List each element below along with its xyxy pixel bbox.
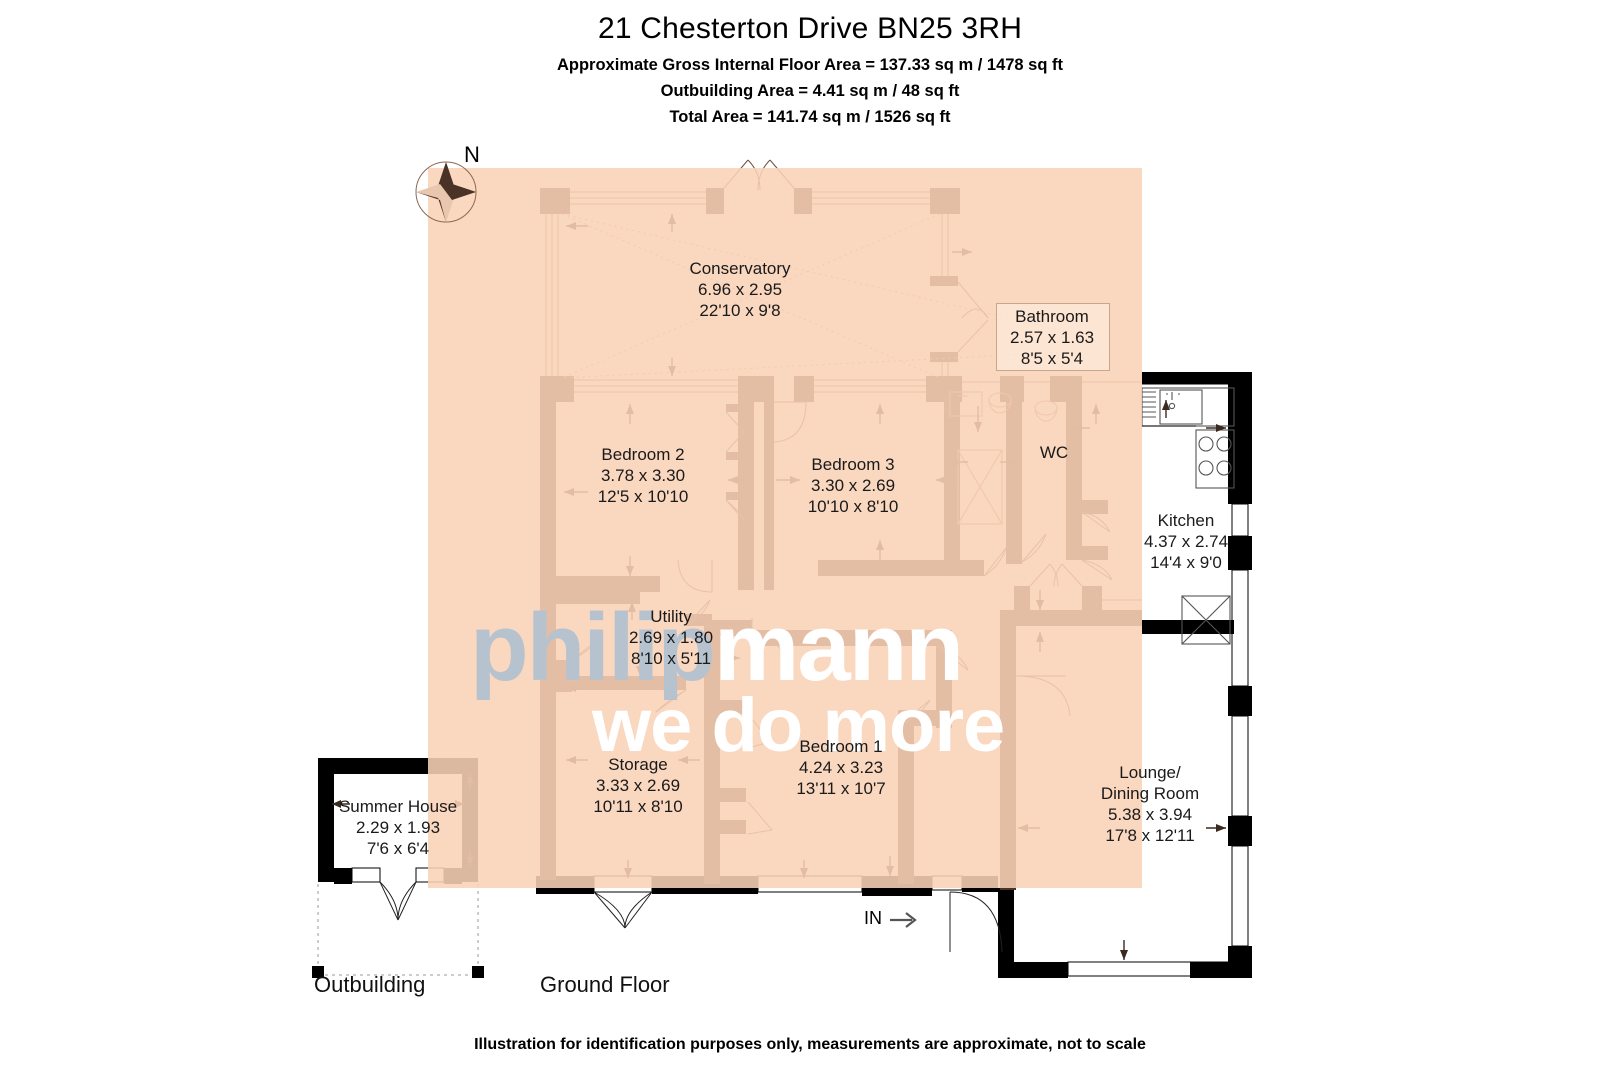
page-title: 21 Chesterton Drive BN25 3RH (597, 12, 1023, 45)
lounge-name-line1: Lounge/ (1119, 763, 1181, 782)
lounge-imperial: 17'8 x 12'11 (1105, 826, 1195, 845)
room-label-kitchen: Kitchen 4.37 x 2.74 14'4 x 9'0 (1110, 510, 1262, 573)
conservatory-name: Conservatory (689, 259, 791, 278)
storage-name: Storage (608, 755, 668, 774)
section-label-ground-floor: Ground Floor (540, 972, 670, 997)
kitchen-metric: 4.37 x 2.74 (1143, 532, 1229, 551)
bathroom-metric: 2.57 x 1.63 (1009, 328, 1095, 347)
compass-north-label: N (464, 142, 480, 167)
room-label-conservatory: Conservatory 6.96 x 2.95 22'10 x 9'8 (640, 258, 840, 321)
bedroom1-name: Bedroom 1 (799, 737, 883, 756)
room-label-storage: Storage 3.33 x 2.69 10'11 x 8'10 (552, 754, 724, 817)
summerhouse-name: Summer House (338, 797, 458, 816)
room-label-summer-house: Summer House 2.29 x 1.93 7'6 x 6'4 (318, 796, 478, 859)
entrance-arrow-icon (890, 912, 917, 928)
summerhouse-imperial: 7'6 x 6'4 (366, 839, 430, 858)
summerhouse-metric: 2.29 x 1.93 (355, 818, 441, 837)
conservatory-imperial: 22'10 x 9'8 (699, 301, 781, 320)
wc-name: WC (1039, 443, 1069, 462)
bathroom-imperial: 8'5 x 5'4 (1020, 349, 1084, 368)
utility-name: Utility (650, 607, 692, 626)
bedroom3-metric: 3.30 x 2.69 (810, 476, 896, 495)
room-label-utility: Utility 2.69 x 1.80 8'10 x 5'11 (586, 606, 756, 669)
room-label-bedroom-1: Bedroom 1 4.24 x 3.23 13'11 x 10'7 (744, 736, 938, 799)
bedroom1-metric: 4.24 x 3.23 (798, 758, 884, 777)
storage-metric: 3.33 x 2.69 (595, 776, 681, 795)
bedroom3-imperial: 10'10 x 8'10 (807, 497, 899, 516)
bedroom1-imperial: 13'11 x 10'7 (796, 779, 886, 798)
conservatory-metric: 6.96 x 2.95 (697, 280, 783, 299)
utility-metric: 2.69 x 1.80 (628, 628, 714, 647)
bedroom2-name: Bedroom 2 (601, 445, 685, 464)
lounge-metric: 5.38 x 3.94 (1107, 805, 1193, 824)
bedroom2-metric: 3.78 x 3.30 (600, 466, 686, 485)
room-label-wc: WC (1018, 442, 1090, 463)
utility-imperial: 8'10 x 5'11 (631, 649, 711, 668)
lounge-name-line2: Dining Room (1100, 784, 1200, 803)
storage-imperial: 10'11 x 8'10 (593, 797, 683, 816)
entrance-in-label: IN (864, 908, 882, 928)
kitchen-name: Kitchen (1157, 511, 1215, 530)
bedroom3-name: Bedroom 3 (811, 455, 895, 474)
room-label-bedroom-2: Bedroom 2 3.78 x 3.30 12'5 x 10'10 (548, 444, 738, 507)
gross-area-text: Approximate Gross Internal Floor Area = … (556, 56, 1064, 74)
kitchen-fittings (1141, 383, 1235, 645)
section-label-outbuilding: Outbuilding (314, 972, 426, 997)
bedroom2-imperial: 12'5 x 10'10 (597, 487, 689, 506)
bathroom-label-box (996, 303, 1110, 371)
room-label-bathroom: Bathroom 2.57 x 1.63 8'5 x 5'4 (996, 306, 1108, 369)
outbuilding-area-text: Outbuilding Area = 4.41 sq m / 48 sq ft (660, 82, 960, 100)
total-area-text: Total Area = 141.74 sq m / 1526 sq ft (669, 108, 951, 126)
bathroom-name: Bathroom (1015, 307, 1089, 326)
kitchen-imperial: 14'4 x 9'0 (1150, 553, 1222, 572)
room-label-lounge-dining: Lounge/ Dining Room 5.38 x 3.94 17'8 x 1… (1056, 762, 1244, 846)
room-label-bedroom-3: Bedroom 3 3.30 x 2.69 10'10 x 8'10 (760, 454, 946, 517)
footer-disclaimer: Illustration for identification purposes… (474, 1036, 1146, 1053)
